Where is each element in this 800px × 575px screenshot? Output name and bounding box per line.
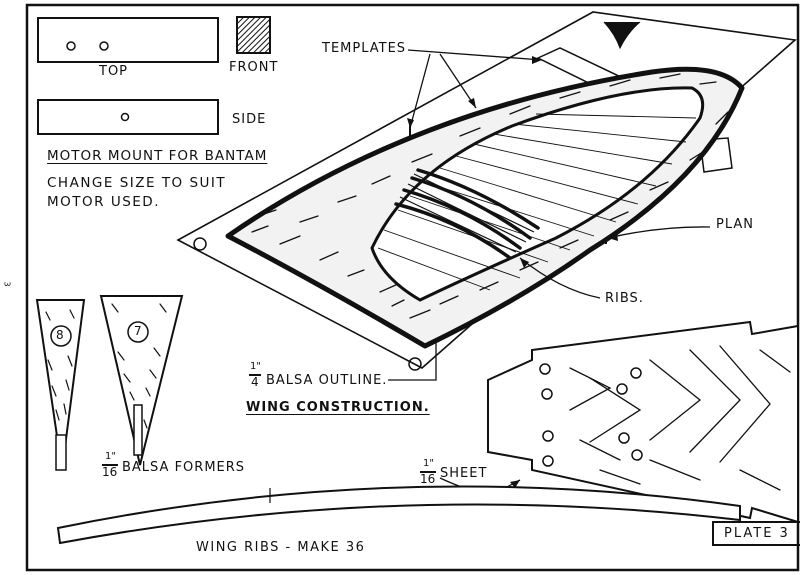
wing-construction-title: WING CONSTRUCTION. (246, 400, 430, 415)
sheet-fraction-numerator: 1" (423, 458, 434, 469)
plate-number-box: PLATE 3 (712, 521, 800, 546)
sheet-label: SHEET (440, 466, 488, 481)
templates-label: TEMPLATES (322, 41, 407, 56)
motor-mount-side-view (37, 99, 219, 135)
outline-fraction-numerator: 1" (250, 361, 261, 372)
formers-fraction: 1" 16 (102, 452, 120, 482)
formers-fraction-bar (102, 464, 118, 466)
sheet-panel (487, 320, 799, 524)
page-marker: 3 (2, 281, 12, 287)
motor-mount-front-view (236, 16, 271, 54)
ribs-label: RIBS. (605, 291, 644, 306)
former-8-number: 8 (56, 328, 64, 342)
sheet-fraction-bar (420, 471, 436, 473)
motor-mount-title: MOTOR MOUNT FOR BANTAM (47, 148, 268, 164)
sheet-fraction: 1" 16 (420, 459, 438, 489)
wing-rib (56, 485, 741, 545)
outline-fraction-bar (249, 374, 261, 376)
former-8 (35, 299, 86, 471)
outline-fraction: 1" 4 (249, 362, 263, 392)
plan-label: PLAN (716, 217, 754, 232)
motor-mount-note-line2: MOTOR USED. (47, 194, 160, 210)
outline-fraction-denominator: 4 (251, 375, 259, 389)
side-view-label: SIDE (232, 112, 267, 127)
formers-fraction-denominator: 16 (102, 465, 118, 479)
wing-ribs-label: WING RIBS - MAKE 36 (196, 540, 366, 555)
motor-mount-top-view (37, 17, 219, 63)
page-border (25, 3, 800, 572)
former-7 (99, 295, 184, 466)
wing-planform (225, 66, 745, 349)
front-view-label: FRONT (229, 60, 279, 75)
formers-fraction-numerator: 1" (105, 451, 116, 462)
former-7-number: 7 (134, 324, 142, 338)
outline-label: BALSA OUTLINE. (266, 373, 388, 388)
top-view-label: TOP (99, 64, 129, 79)
leader-lines (388, 49, 711, 381)
motor-mount-note-line1: CHANGE SIZE TO SUIT (47, 175, 227, 191)
sheet-fraction-denominator: 16 (420, 472, 436, 486)
leader-arrowheads (407, 56, 618, 268)
formers-label: BALSA FORMERS (122, 460, 246, 475)
